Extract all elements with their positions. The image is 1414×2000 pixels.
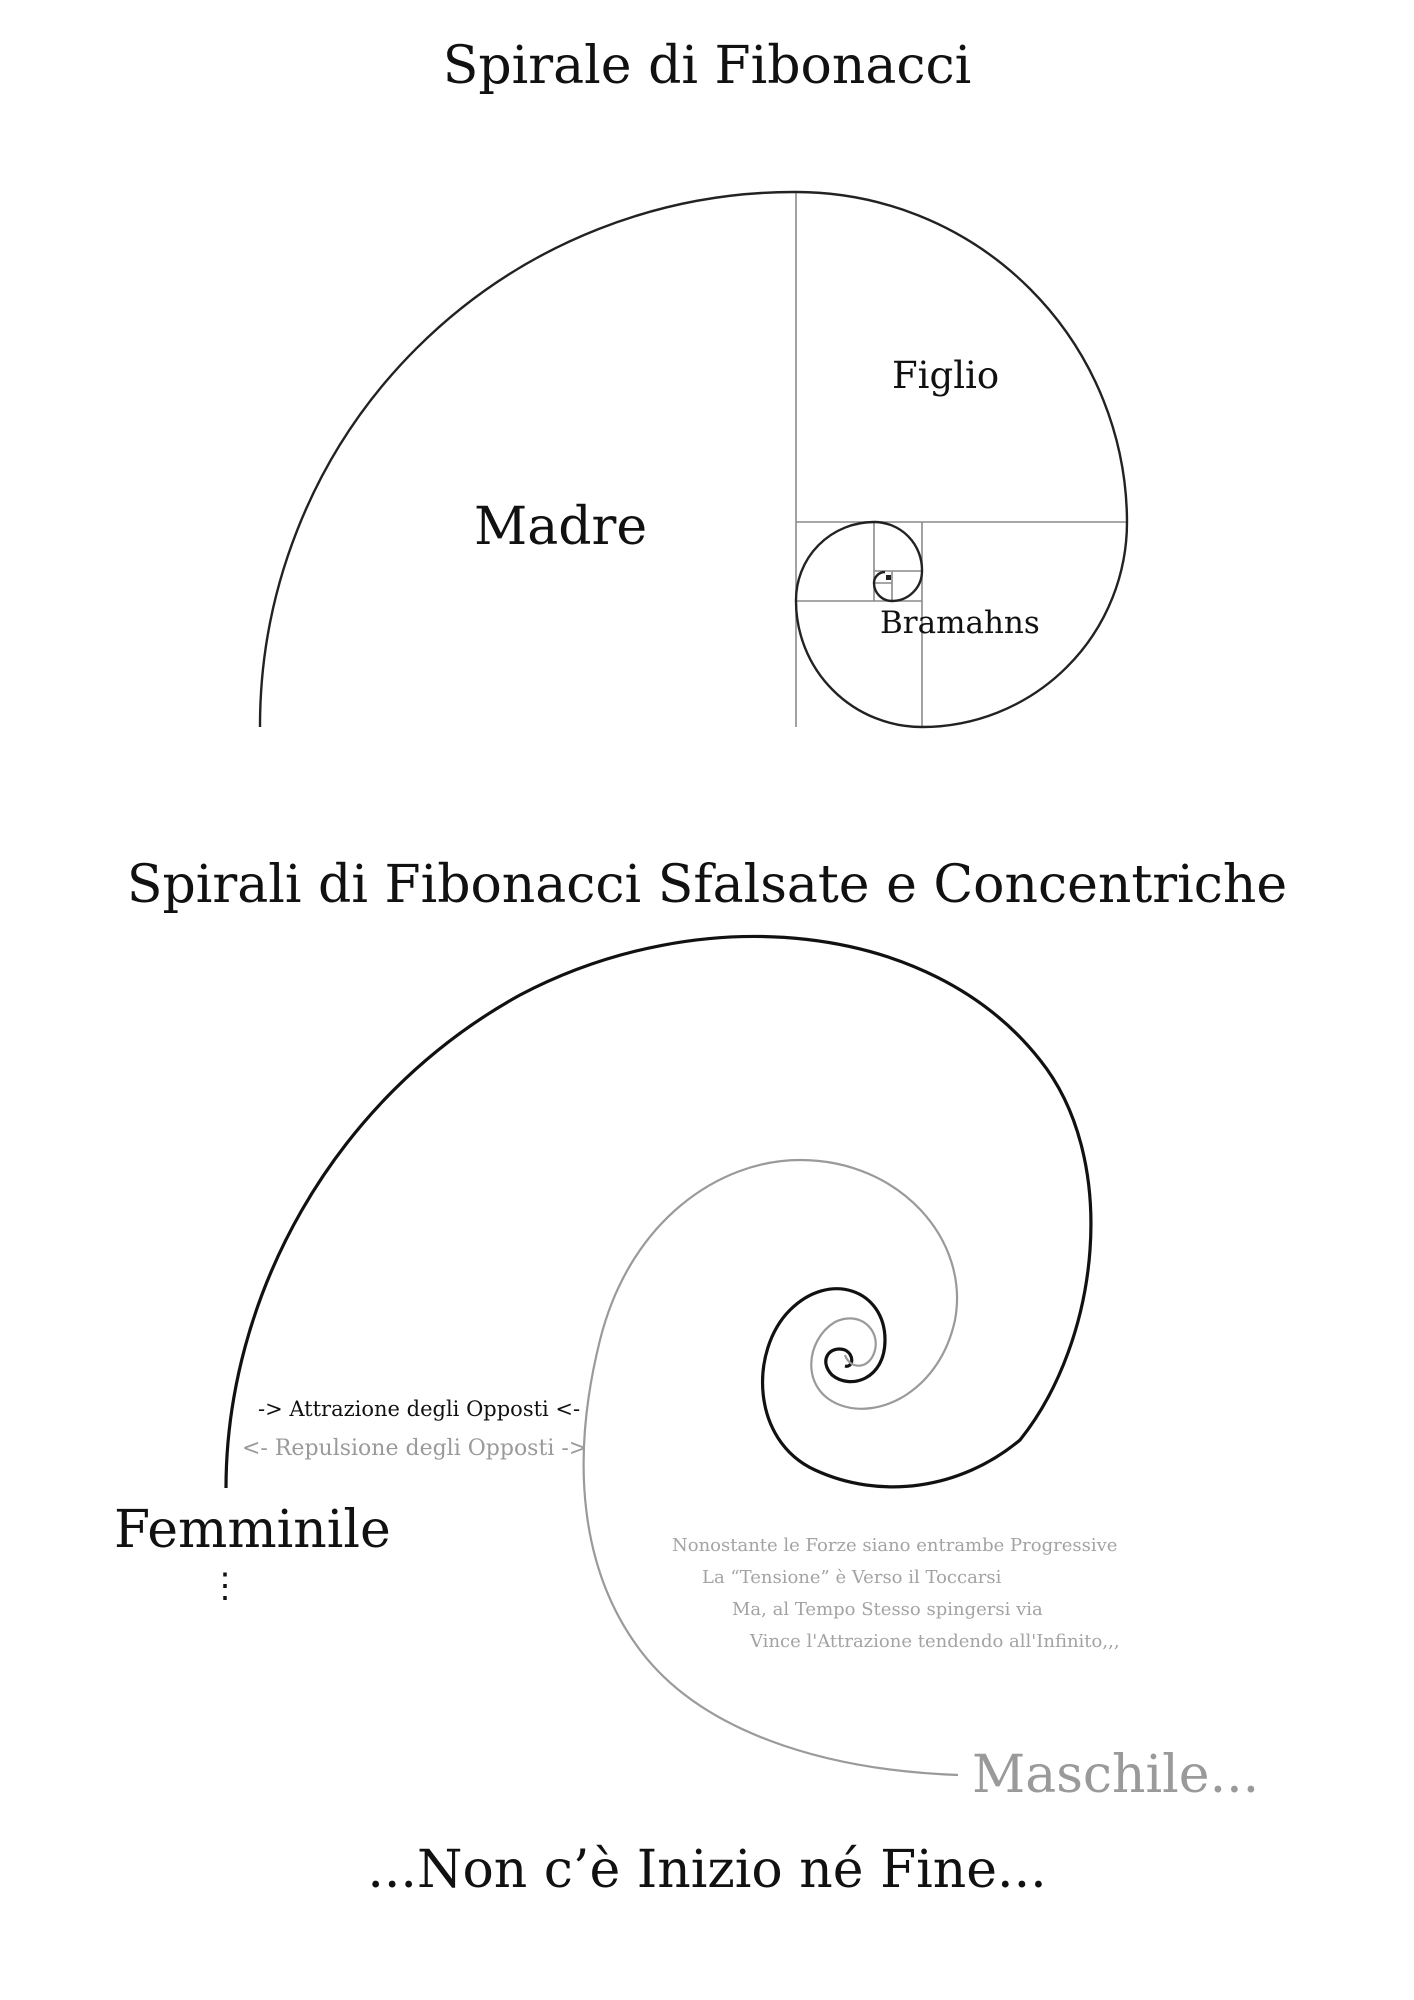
note-line-2: La “Tensione” è Verso il Toccarsi <box>702 1567 1002 1588</box>
footer-caption: ...Non c’è Inizio né Fine... <box>367 1840 1047 1900</box>
label-repulsion: <- Repulsione degli Opposti -> <box>242 1436 588 1461</box>
fibonacci-grid <box>795 192 1127 727</box>
label-masculine: Maschile... <box>972 1745 1260 1805</box>
fibonacci-spiral <box>258 190 1129 729</box>
black-spiral <box>224 934 1093 1489</box>
note-line-3: Ma, al Tempo Stesso spingersi via <box>732 1599 1043 1620</box>
label-figlio: Figlio <box>892 354 1000 397</box>
label-madre: Madre <box>474 497 648 557</box>
gray-spiral <box>582 1158 959 1777</box>
note-line-4: Vince l'Attrazione tendendo all'Infinito… <box>750 1631 1120 1652</box>
vertical-ellipsis: ⋮ <box>208 1566 242 1606</box>
label-attraction: -> Attrazione degli Opposti <- <box>258 1397 581 1421</box>
label-feminine: Femminile <box>114 1500 391 1560</box>
note-line-1: Nonostante le Forze siano entrambe Progr… <box>672 1535 1118 1556</box>
diagram-title-fibonacci: Spirale di Fibonacci <box>442 36 972 96</box>
spiral-center-mark <box>886 575 891 580</box>
label-bramahns: Bramahns <box>880 605 1040 641</box>
diagram-title-concentric: Spirali di Fibonacci Sfalsate e Concentr… <box>126 855 1288 915</box>
